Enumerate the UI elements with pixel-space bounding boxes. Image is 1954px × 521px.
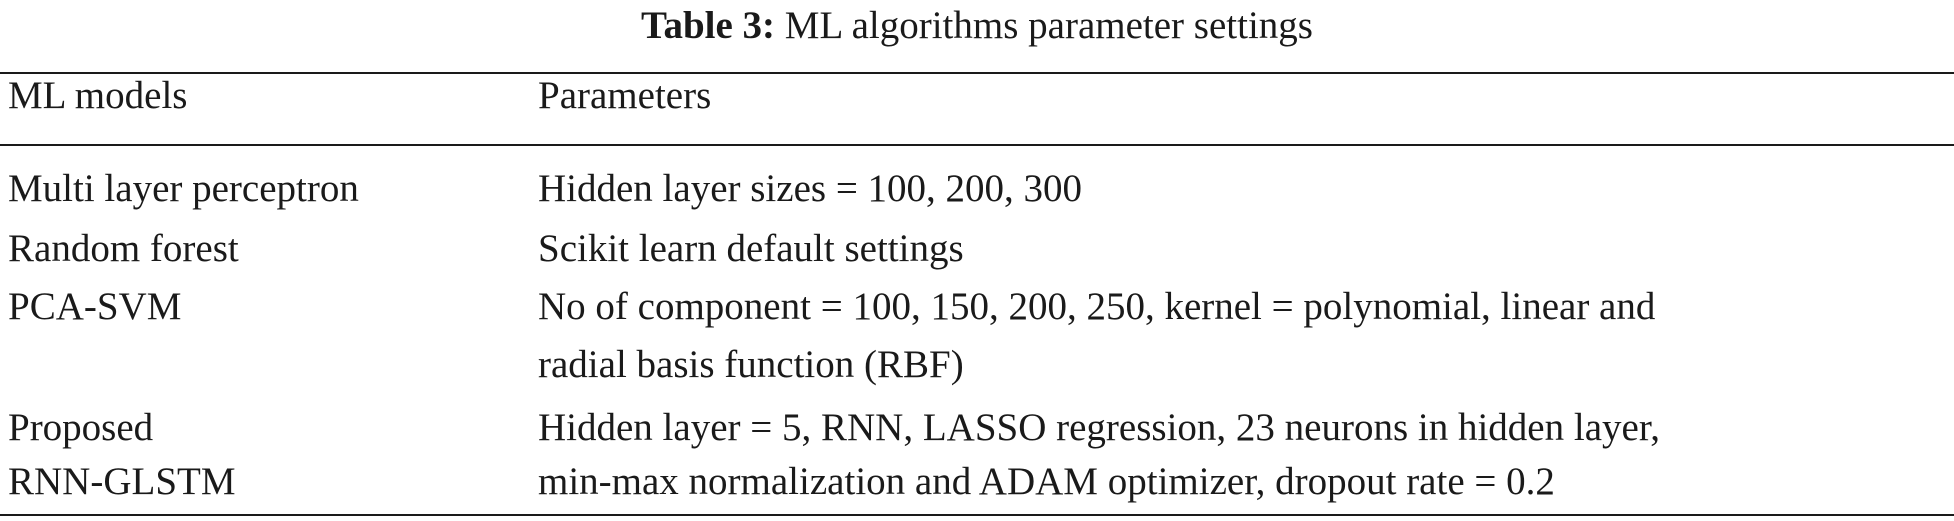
row-rf-parameters: Scikit learn default settings — [538, 227, 964, 270]
row-proposed-model-line2: RNN-GLSTM — [8, 460, 236, 503]
table-header-rule — [0, 144, 1954, 146]
row-proposed-parameters-line2: min-max normalization and ADAM optimizer… — [538, 460, 1555, 503]
row-mlp-model: Multi layer perceptron — [8, 167, 359, 210]
row-rf-model: Random forest — [8, 227, 239, 270]
row-proposed-model-line1: Proposed — [8, 406, 154, 449]
row-pcasvm-model: PCA-SVM — [8, 285, 182, 328]
row-mlp-parameters: Hidden layer sizes = 100, 200, 300 — [538, 167, 1083, 210]
caption-label: Table 3: — [641, 4, 776, 47]
header-ml-models: ML models — [8, 74, 188, 117]
table-bottom-rule — [0, 514, 1954, 516]
header-parameters: Parameters — [538, 74, 712, 117]
row-pcasvm-parameters-line1: No of component = 100, 150, 200, 250, ke… — [538, 285, 1656, 328]
row-pcasvm-parameters-line2: radial basis function (RBF) — [538, 343, 964, 386]
table-top-rule — [0, 72, 1954, 74]
row-proposed-parameters-line1: Hidden layer = 5, RNN, LASSO regression,… — [538, 406, 1660, 449]
caption-text: ML algorithms parameter settings — [784, 4, 1313, 47]
table-caption: Table 3: ML algorithms parameter setting… — [0, 2, 1954, 50]
